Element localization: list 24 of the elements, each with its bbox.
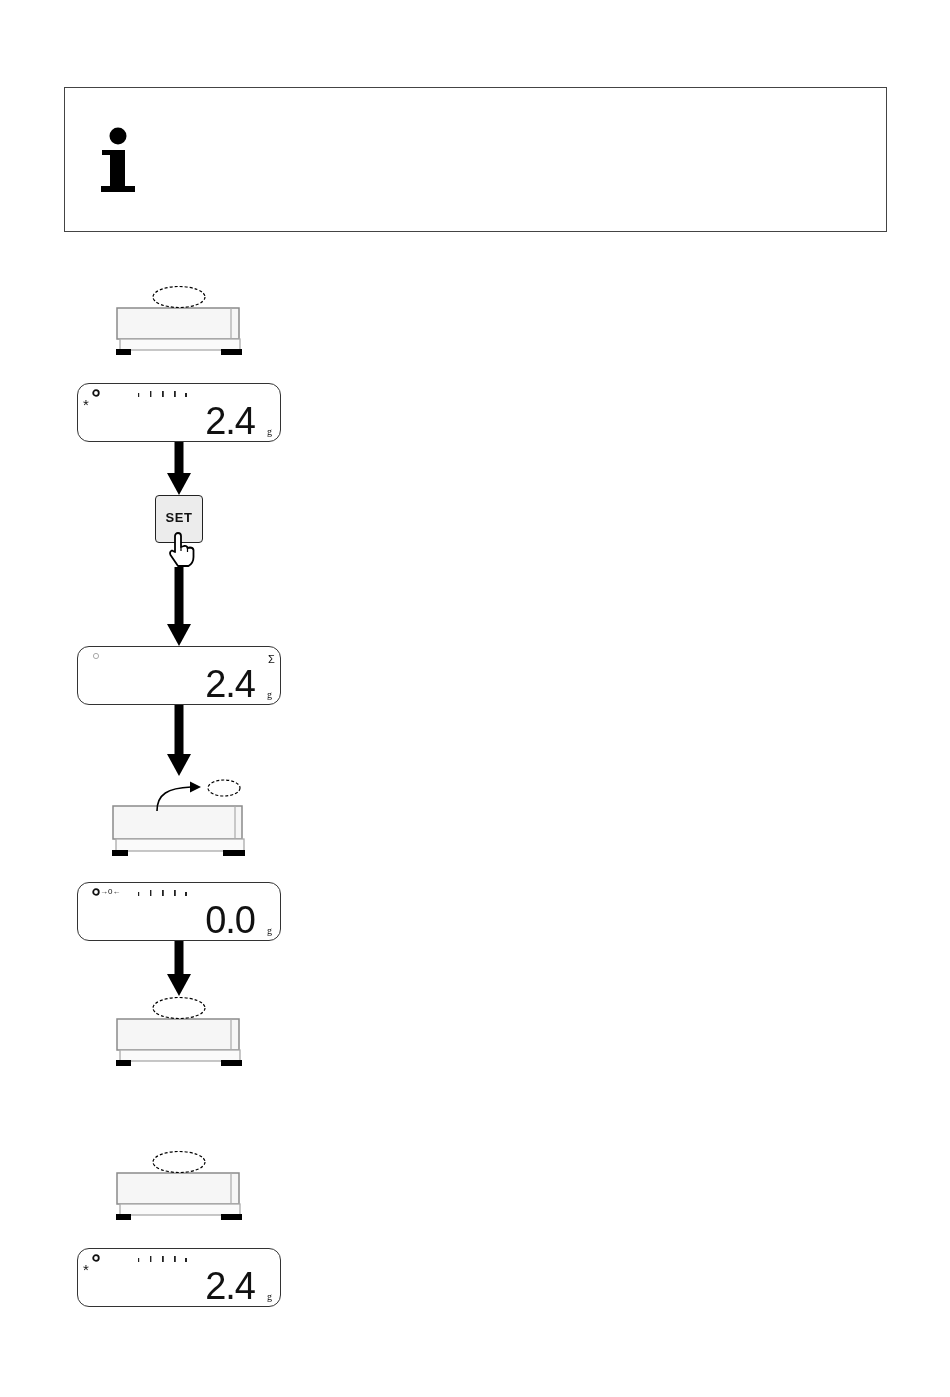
- scale-illustration: [113, 996, 245, 1068]
- lcd-display: [77, 646, 281, 705]
- arrow: [167, 442, 191, 495]
- weight-reading: 2.4: [205, 402, 255, 440]
- lcd-display: [77, 383, 281, 442]
- lcd-display: [77, 882, 281, 941]
- asterisk-symbol: *: [83, 397, 89, 412]
- weight-reading: 2.4: [205, 1267, 255, 1305]
- sigma-symbol: Σ: [268, 654, 275, 665]
- unit-label: g: [267, 1292, 272, 1302]
- zero-indicator: →0←: [100, 888, 121, 896]
- scale-illustration: [113, 1150, 245, 1222]
- arrow: [167, 705, 191, 776]
- lcd-display: [77, 1248, 281, 1307]
- keypad-key: SET: [155, 495, 203, 543]
- scale-illustration: [113, 285, 245, 357]
- arrow: [167, 567, 191, 646]
- unit-label: g: [267, 690, 272, 700]
- weight-reading: 0.0: [205, 901, 255, 939]
- unit-label: g: [267, 427, 272, 437]
- arrow: [167, 941, 191, 996]
- unit-label: g: [267, 926, 272, 936]
- weight-reading: 2.4: [205, 665, 255, 703]
- asterisk-symbol: *: [83, 1262, 89, 1277]
